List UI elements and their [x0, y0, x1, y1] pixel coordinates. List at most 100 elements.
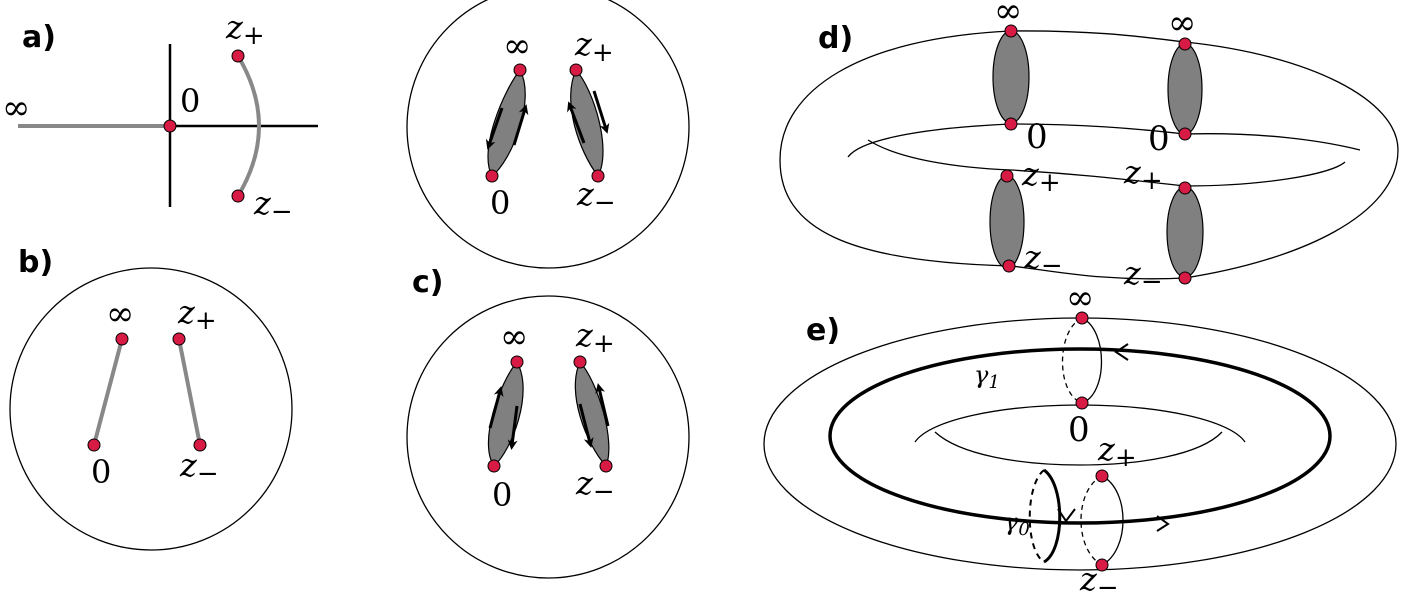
arrow-gamma1-bottom — [1156, 515, 1170, 532]
lens-d-1 — [992, 30, 1030, 124]
panel-a: a) ∞ 0 z+ z− — [2, 8, 318, 227]
label-zero-c: 0 — [492, 476, 512, 514]
point-z-minus-c — [599, 459, 613, 473]
label-zero-e: 0 — [1068, 410, 1090, 450]
label-infinity-b: ∞ — [106, 294, 134, 334]
label-zero-b: 0 — [91, 453, 111, 491]
branch-cut-zplus-zminus — [236, 54, 261, 198]
point-infinity-c — [510, 355, 524, 369]
riemann-sphere-c-top — [406, 0, 690, 269]
arrow-up-left-top — [512, 104, 529, 146]
cycle-gamma0-dashed — [1028, 469, 1045, 563]
point-zero-d1 — [1004, 117, 1018, 131]
label-zero: 0 — [180, 82, 200, 120]
point-zero-d2 — [1178, 127, 1192, 141]
label-z-minus-c: z− — [575, 464, 615, 507]
cut-infinity-zero-b — [92, 338, 124, 446]
label-infinity-c: ∞ — [500, 317, 528, 357]
cycle-gamma0-solid — [1042, 468, 1062, 564]
panel-e-label: e) — [806, 313, 840, 348]
hole-mid-top-d — [1010, 123, 1186, 135]
point-infinity-d1 — [1004, 24, 1018, 38]
label-z-plus-e: z+ — [1097, 430, 1137, 473]
panel-b-label: b) — [18, 245, 53, 280]
point-z-plus-d1 — [1000, 169, 1014, 183]
point-z-minus — [231, 189, 245, 203]
point-z-plus-c — [573, 355, 587, 369]
panel-b: b) ∞ 0 z+ z− — [9, 245, 293, 551]
label-z-plus-c: z+ — [575, 316, 615, 359]
torus-outline-d — [779, 30, 1399, 280]
panel-d: d) ∞ ∞ 0 0 z+ z+ z− z− — [779, 0, 1399, 297]
cut-zplus-zminus-b — [177, 338, 202, 446]
label-z-plus-d1: z+ — [1021, 155, 1061, 198]
point-z-plus-e — [1095, 469, 1109, 483]
riemann-sphere-c — [406, 295, 690, 579]
label-infinity: ∞ — [2, 88, 30, 128]
point-zero-e — [1075, 396, 1089, 410]
point-z-minus-ct — [591, 169, 605, 183]
arrow-down-left-top — [485, 107, 504, 150]
lens-d-4 — [1166, 186, 1204, 278]
label-z-minus-b: z− — [179, 446, 219, 489]
point-z-minus-d1 — [1002, 259, 1016, 273]
label-zero-d2: 0 — [1148, 119, 1170, 159]
arrow-gamma0 — [1057, 508, 1076, 523]
point-infinity-b — [115, 332, 129, 346]
lens-d-2 — [1167, 43, 1203, 135]
hole-right-bottom-d — [1184, 161, 1346, 187]
point-zero-ct — [485, 169, 499, 183]
point-z-minus-e — [1095, 558, 1109, 572]
arrow-up-left-c — [488, 386, 504, 429]
arrow-up-right-top — [567, 101, 586, 144]
point-z-plus — [231, 49, 245, 63]
panel-d-label: d) — [818, 21, 853, 56]
meridian-bottom-solid — [1101, 475, 1124, 566]
panel-a-label: a) — [22, 20, 56, 55]
lens-d-3 — [989, 175, 1025, 269]
label-z-minus-d1: z− — [1023, 238, 1063, 281]
label-z-plus: z+ — [225, 8, 265, 51]
meridian-top-dashed — [1062, 317, 1083, 404]
arrow-down-right-top — [592, 90, 610, 134]
panel-e: e) ∞ 0 z+ z− γ1 γ0 — [763, 278, 1397, 600]
label-z-minus-d2: z− — [1123, 254, 1163, 297]
arrow-gamma1-top — [1114, 343, 1129, 361]
arrow-up-right-c — [595, 383, 610, 427]
label-z-plus-d2: z+ — [1123, 153, 1163, 196]
arrow-down-right-c — [578, 403, 594, 448]
label-infinity-e: ∞ — [1066, 278, 1094, 318]
point-infinity-d2 — [1178, 37, 1192, 51]
label-zero-d1: 0 — [1026, 117, 1048, 157]
point-infinity-ct — [513, 63, 527, 77]
panel-c-label: c) — [412, 265, 444, 300]
point-z-minus-b — [193, 438, 207, 452]
hole-left-bottom-d — [867, 139, 1012, 171]
point-z-plus-ct — [569, 63, 583, 77]
point-zero — [163, 119, 177, 133]
point-infinity-e — [1075, 311, 1089, 325]
point-z-minus-d2 — [1178, 271, 1192, 285]
meridian-top-solid — [1081, 317, 1102, 404]
label-infinity-d2: ∞ — [1168, 3, 1196, 43]
arrow-down-left-c — [507, 405, 519, 450]
hole-right-top-d — [1184, 133, 1361, 151]
label-z-minus: z− — [253, 184, 293, 227]
panel-c-top: ∞ 0 z+ z− — [406, 0, 690, 269]
hole-mid-bottom-d — [1010, 169, 1186, 187]
meridian-bottom-dashed — [1080, 475, 1103, 566]
point-zero-b — [87, 438, 101, 452]
point-zero-c — [487, 459, 501, 473]
label-z-plus-b: z+ — [177, 293, 217, 336]
label-z-plus-ct: z+ — [574, 25, 614, 68]
label-zero-ct: 0 — [490, 184, 510, 222]
label-gamma0: γ0 — [1004, 508, 1030, 540]
label-z-minus-ct: z− — [576, 175, 616, 218]
label-infinity-ct: ∞ — [503, 26, 531, 66]
panel-c: c) ∞ 0 z+ z− — [406, 265, 690, 579]
cycle-gamma1 — [828, 347, 1332, 525]
torus-hole-bottom-e — [934, 431, 1223, 466]
label-z-minus-e: z− — [1079, 560, 1119, 600]
point-z-plus-d2 — [1178, 181, 1192, 195]
